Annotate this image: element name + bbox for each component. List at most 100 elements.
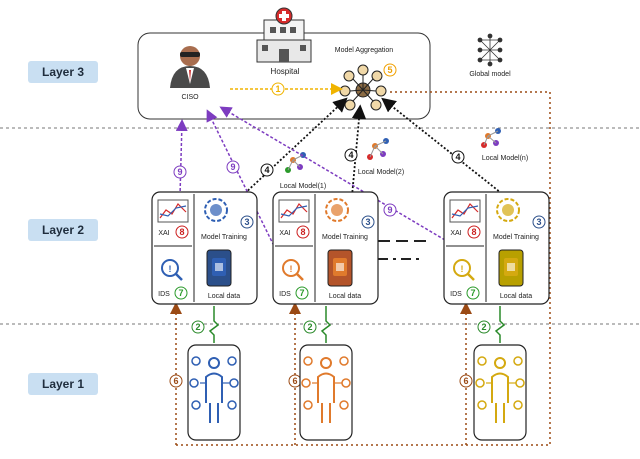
svg-text:9: 9 [387,205,392,215]
svg-text:5: 5 [387,65,392,75]
svg-text:2: 2 [307,322,312,332]
svg-text:7: 7 [178,288,183,298]
sensor-person-icon [301,356,351,423]
step-badge-5: 5 [383,63,397,77]
edge-node: 8 3! 7 [443,191,550,305]
svg-text:4: 4 [264,165,269,175]
svg-text:!: ! [290,264,293,274]
svg-text:6: 6 [463,376,468,386]
step-badge-1: 1 [271,82,285,96]
step-badge-6: 6 [288,374,302,388]
step-badge-7: 7 [174,286,188,300]
sensor-node [473,344,527,441]
svg-text:Layer 1: Layer 1 [42,377,84,391]
sensor-node [187,344,241,441]
svg-text:4: 4 [348,150,353,160]
arrow-step-9-node1 [175,119,188,197]
step-badge-7: 7 [466,286,480,300]
xai-label: XAI [158,230,169,237]
ids-icon: ! [453,259,475,281]
step-badge-8: 8 [296,225,310,239]
local-data-label: Local data [208,293,240,300]
edge-node: 8 3! 7 [151,191,258,305]
arrow-step-2 [208,306,220,343]
brain-gear-icon [496,198,520,222]
ids-label: IDS [158,291,170,298]
svg-text:9: 9 [177,167,182,177]
svg-text:6: 6 [173,376,178,386]
step-badge-4: 4 [344,148,358,162]
step-badge-4: 4 [451,150,465,164]
layer-label-3: Layer 3 [28,61,98,83]
hospital-icon [256,7,312,63]
svg-text:9: 9 [230,162,235,172]
chart-icon [278,199,310,223]
model-training-label: Model Training [493,234,539,241]
step-badge-2: 2 [477,320,491,334]
svg-text:3: 3 [244,217,249,227]
local-data-label: Local data [500,293,532,300]
model-training-label: Model Training [201,234,247,241]
ids-label: IDS [450,291,462,298]
chart-icon [157,199,189,223]
ids-label: IDS [279,291,291,298]
arrow-step-4-node1 [241,97,348,197]
svg-text:1: 1 [275,84,280,94]
local-model-label-1: Local Model(1) [280,183,326,190]
aggregation-label: Model Aggregation [335,47,393,54]
brain-gear-icon [325,198,349,222]
svg-text:7: 7 [299,288,304,298]
step-badge-9: 9 [173,165,187,179]
arrow-step-9-node3 [219,106,446,241]
chart-icon [449,199,481,223]
svg-text:4: 4 [455,152,460,162]
xai-label: XAI [450,230,461,237]
layer-label-2: Layer 2 [28,219,98,241]
svg-text:3: 3 [365,217,370,227]
local-model-label-n: Local Model(n) [482,155,528,162]
edge-node: 8 3! 7 [272,191,379,305]
svg-text:8: 8 [179,227,184,237]
svg-text:2: 2 [195,322,200,332]
arrow-step-2 [320,306,332,343]
phone-icon [498,249,524,287]
ciso-avatar-icon [170,46,210,88]
step-badge-2: 2 [303,320,317,334]
phone-icon [327,249,353,287]
step-badge-7: 7 [295,286,309,300]
svg-text:!: ! [169,264,172,274]
svg-text:7: 7 [470,288,475,298]
node-ellipsis [378,240,426,260]
sensor-box [299,344,353,441]
step-badge-6: 6 [169,374,183,388]
feedback-loop-line [190,91,551,446]
svg-text:6: 6 [292,376,297,386]
sensor-person-icon [475,356,525,423]
sensor-node [299,344,353,441]
local-data-label: Local data [329,293,361,300]
step-badge-2: 2 [191,320,205,334]
svg-text:!: ! [461,264,464,274]
local-model-label-2: Local Model(2) [358,169,404,176]
arrow-step-4-node3 [381,97,506,197]
ids-icon: ! [282,259,304,281]
step-badge-3: 3 [361,215,375,229]
model-training-label: Model Training [322,234,368,241]
step-badge-8: 8 [175,225,189,239]
step-badge-9: 9 [383,203,397,217]
global-model-label: Global model [469,71,511,78]
sensor-person-icon [189,356,239,423]
phone-icon [206,249,232,287]
svg-text:3: 3 [536,217,541,227]
svg-text:Layer 2: Layer 2 [42,223,84,237]
global-model-icon [477,33,503,67]
svg-text:8: 8 [300,227,305,237]
hospital-label: Hospital [271,67,300,76]
sensor-box [187,344,241,441]
network-icon [367,138,389,160]
arrow-step-2 [494,306,506,343]
step-badge-9: 9 [226,160,240,174]
svg-text:8: 8 [471,227,476,237]
